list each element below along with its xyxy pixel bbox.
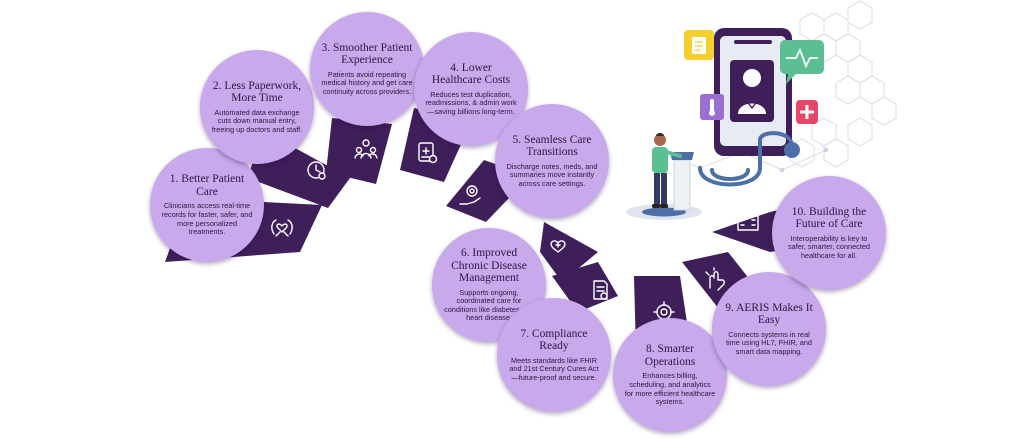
step-2-circle: 2. Less Paperwork, More Time Automated d…	[200, 50, 314, 164]
person-illustration	[652, 133, 682, 208]
step-1-description: Clinicians access real-time records for …	[161, 201, 253, 237]
step-10-description: Interoperability is key to safer, smarte…	[788, 233, 870, 260]
hexagon-pattern	[789, 0, 897, 168]
step-1-circle: 1. Better Patient Care Clinicians access…	[150, 148, 264, 262]
step-8-circle: 8. Smarter Operations Enhances billing, …	[613, 318, 727, 432]
step-3-circle: 3. Smoother Patient Experience Patients …	[310, 12, 424, 126]
step-8-description: Enhances billing, scheduling, and analyt…	[624, 371, 716, 407]
document-icon	[684, 30, 714, 60]
step-9-description: Connects systems in real time using HL7,…	[726, 329, 812, 356]
step-10-title: 10. Building the Future of Care	[791, 205, 867, 231]
step-2-description: Automated data exchange cuts down manual…	[211, 107, 303, 134]
medical-cross-icon	[796, 100, 818, 124]
step-5-description: Discharge notes, meds, and summaries mov…	[506, 161, 598, 188]
step-4-description: Reduces test duplication, readmissions, …	[425, 89, 517, 116]
step-4-title: 4. Lower Healthcare Costs	[431, 61, 511, 87]
step-3-title: 3. Smoother Patient Experience	[321, 41, 413, 67]
kiosk	[670, 152, 694, 211]
stethoscope-icon	[698, 131, 800, 187]
step-8-title: 8. Smarter Operations	[644, 343, 696, 368]
step-10-circle: 10. Building the Future of Care Interope…	[772, 176, 886, 290]
step-5-title: 5. Seamless Care Transitions	[512, 133, 592, 159]
step-9-circle: 9. AERIS Makes It Easy Connects systems …	[712, 272, 826, 386]
step-6-title: 6. Improved Chronic Disease Management	[451, 247, 527, 285]
step-7-description: Meets standards like FHIR and 21st Centu…	[509, 355, 599, 382]
thermometer-icon	[700, 94, 724, 120]
segment-6	[540, 222, 598, 282]
segment-3	[326, 118, 392, 184]
step-1-title: 1. Better Patient Care	[169, 173, 245, 198]
step-9-title: 9. AERIS Makes It Easy	[725, 301, 813, 327]
step-6-description: Supports ongoing, coordinated care for c…	[444, 287, 534, 323]
step-7-circle: 7. Compliance Ready Meets standards like…	[497, 298, 611, 412]
doctor-icon	[730, 60, 774, 122]
step-2-title: 2. Less Paperwork, More Time	[212, 79, 302, 105]
step-5-circle: 5. Seamless Care Transitions Discharge n…	[495, 104, 609, 218]
step-3-description: Patients avoid repeating medical history…	[321, 69, 413, 96]
step-7-title: 7. Compliance Ready	[520, 327, 588, 353]
heartbeat-chat-icon	[780, 40, 824, 84]
